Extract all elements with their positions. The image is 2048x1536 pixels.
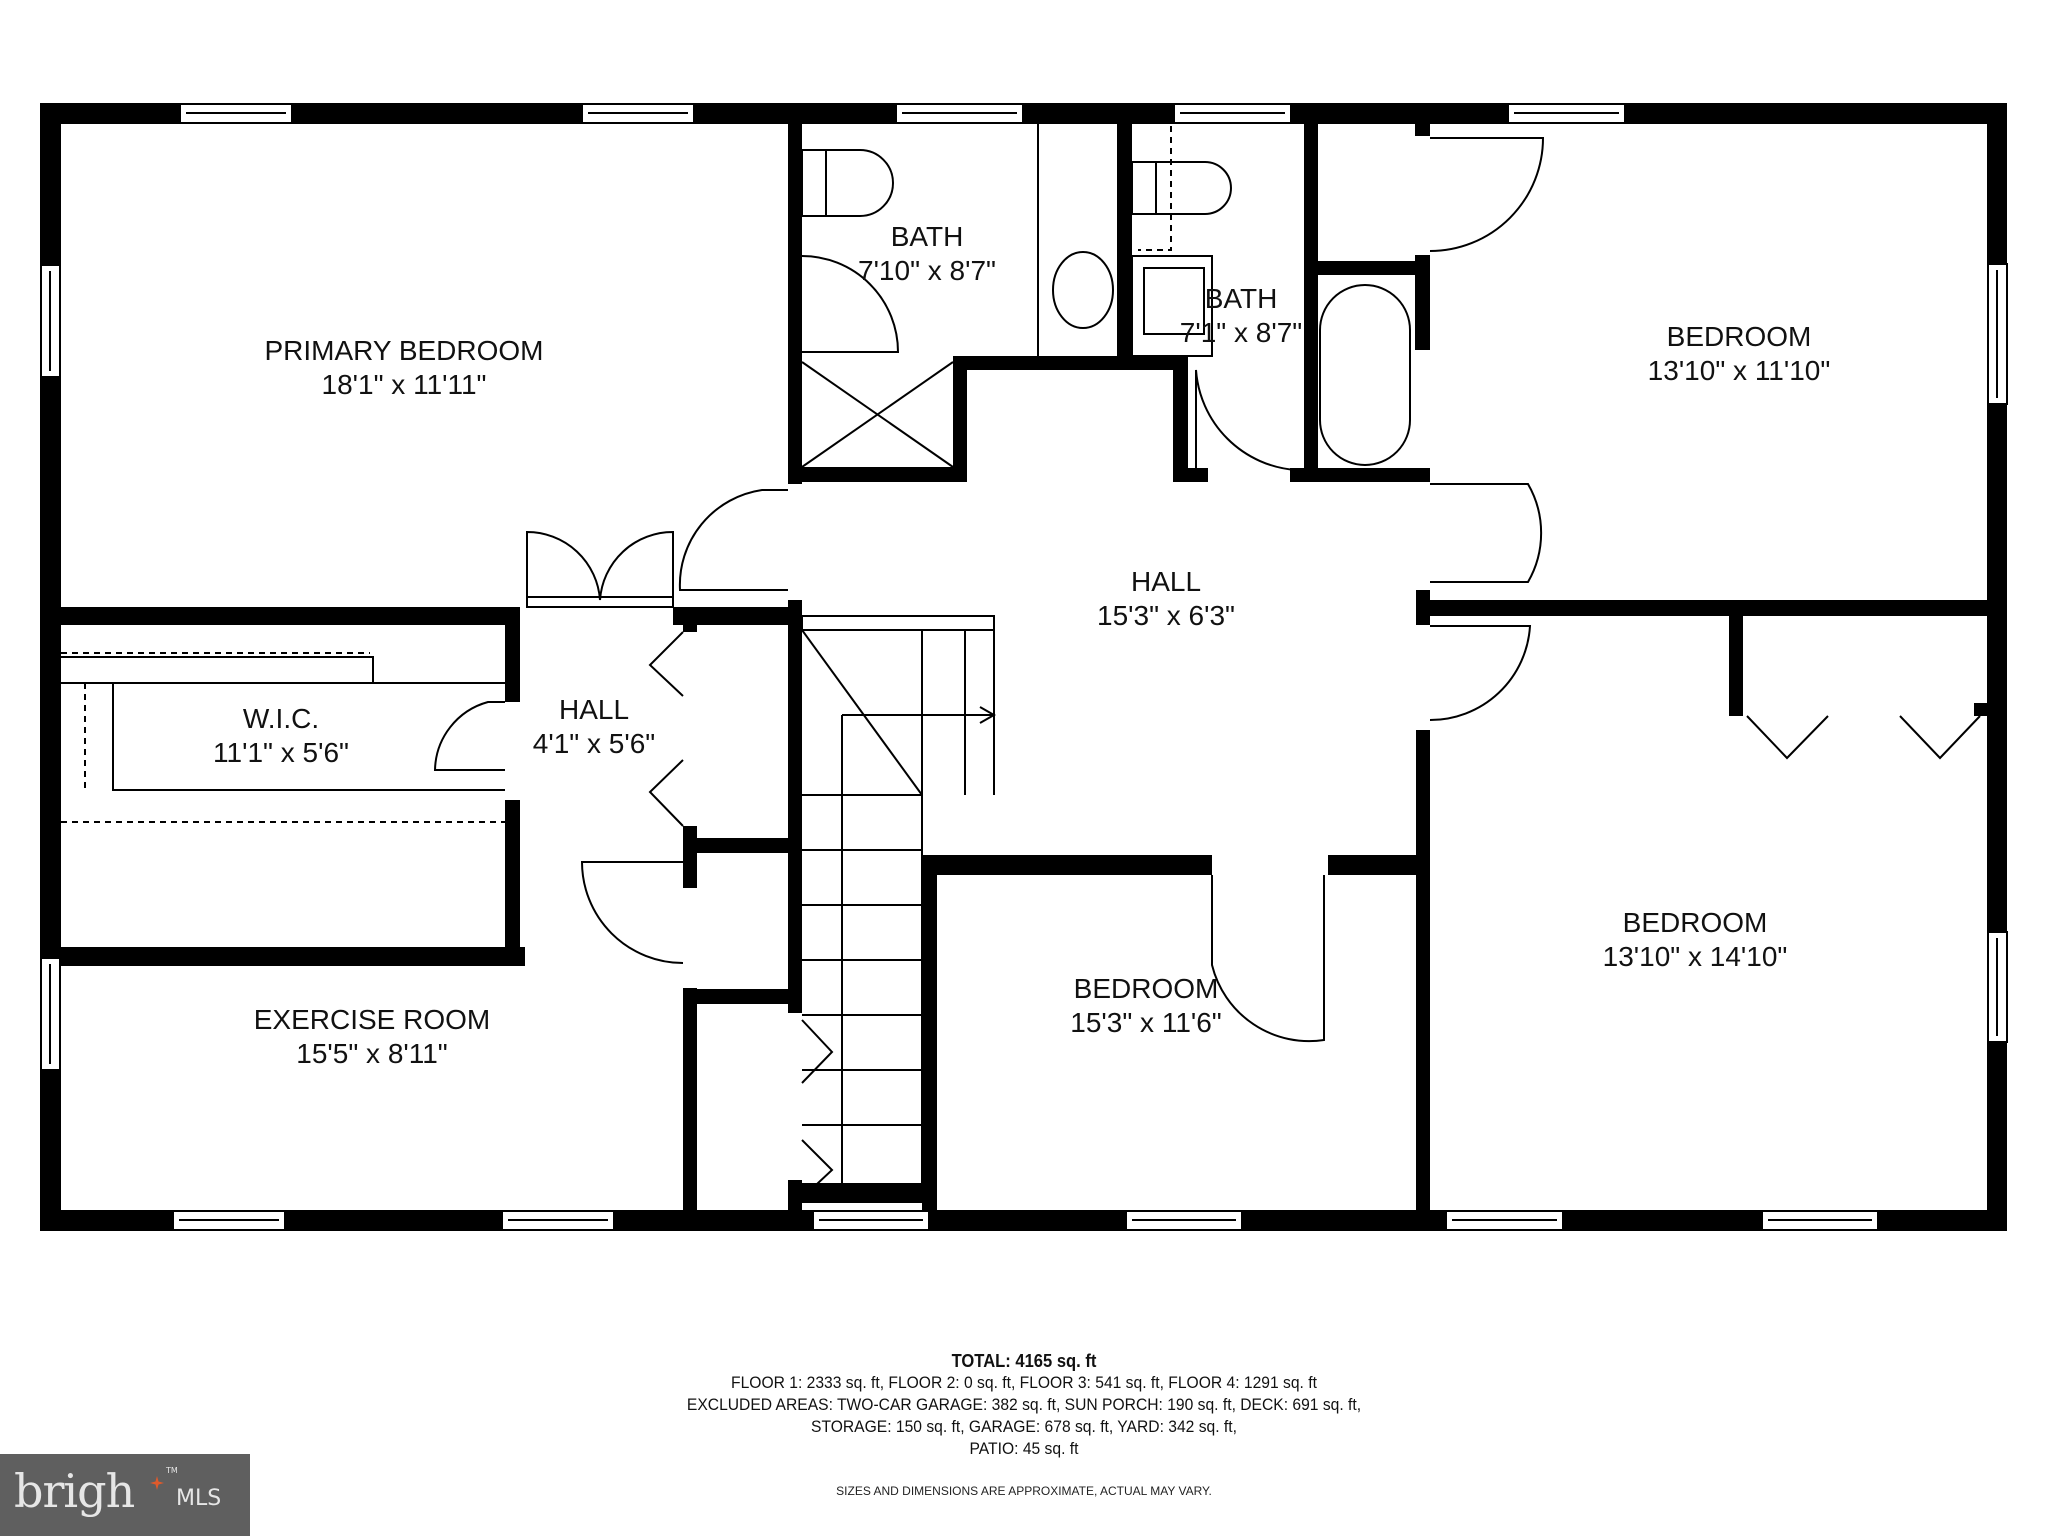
floor-areas: FLOOR 1: 2333 sq. ft, FLOOR 2: 0 sq. ft,…: [731, 1373, 1317, 1392]
bright-mls-logo: brigh TM MLS: [0, 1454, 250, 1536]
room-name: HALL: [1130, 566, 1202, 597]
room-bedroom-ne: BEDROOM 13'10" x 11'10": [1648, 320, 1831, 388]
room-hall-main: HALL 15'3" x 6'3": [1097, 565, 1235, 633]
room-primary-bedroom: PRIMARY BEDROOM 18'1" x 11'11": [264, 334, 543, 402]
room-name: W.I.C.: [242, 703, 320, 734]
fixtures-and-doors: [61, 124, 1981, 1199]
room-name: BEDROOM: [1622, 907, 1768, 938]
room-name: BEDROOM: [1666, 321, 1812, 352]
room-wic: W.I.C. 11'1" x 5'6": [213, 702, 349, 770]
room-bedroom-se: BEDROOM 13'10" x 14'10": [1603, 906, 1788, 974]
star-icon: [150, 1476, 164, 1490]
room-hall-small: HALL 4'1" x 5'6": [533, 693, 655, 761]
room-name: PRIMARY BEDROOM: [264, 335, 544, 366]
room-dimensions: 15'3" x 11'6": [1070, 1007, 1222, 1038]
room-exercise: EXERCISE ROOM 15'5" x 8'11": [254, 1003, 490, 1071]
room-name: BATH: [890, 221, 964, 252]
room-dimensions: 13'10" x 11'10": [1647, 355, 1831, 386]
room-bath-2: BATH 7'1" x 8'7": [1180, 282, 1302, 350]
room-dimensions: 13'10" x 14'10": [1602, 941, 1788, 972]
room-name: BATH: [1204, 283, 1278, 314]
logo-wordmark: brigh: [14, 1464, 135, 1518]
room-name: BEDROOM: [1073, 973, 1219, 1004]
room-dimensions: 15'3" x 6'3": [1097, 600, 1235, 631]
room-bath-1: BATH 7'10" x 8'7": [858, 220, 996, 288]
room-dimensions: 15'5" x 8'11": [296, 1038, 448, 1069]
windows: [40, 103, 2008, 1231]
room-dimensions: 4'1" x 5'6": [532, 728, 656, 759]
trademark: TM: [166, 1466, 178, 1475]
floor-plan: [40, 103, 2008, 1231]
logo-mls: MLS: [176, 1486, 222, 1511]
excluded-areas-3: PATIO: 45 sq. ft: [969, 1439, 1079, 1458]
room-name: HALL: [558, 694, 630, 725]
area-summary: TOTAL: 4165 sq. ft FLOOR 1: 2333 sq. ft,…: [0, 1350, 2048, 1460]
room-dimensions: 7'10" x 8'7": [858, 255, 996, 286]
room-name: EXERCISE ROOM: [253, 1004, 491, 1035]
total-area: TOTAL: 4165 sq. ft: [951, 1351, 1097, 1371]
room-dimensions: 7'1" x 8'7": [1179, 317, 1303, 348]
room-dimensions: 18'1" x 11'11": [321, 369, 487, 400]
excluded-areas-1: EXCLUDED AREAS: TWO-CAR GARAGE: 382 sq. …: [686, 1395, 1362, 1414]
excluded-areas-2: STORAGE: 150 sq. ft, GARAGE: 678 sq. ft,…: [811, 1417, 1237, 1436]
room-dimensions: 11'1" x 5'6": [213, 737, 349, 768]
disclaimer: SIZES AND DIMENSIONS ARE APPROXIMATE, AC…: [836, 1484, 1212, 1498]
room-bedroom-s: BEDROOM 15'3" x 11'6": [1070, 972, 1221, 1040]
